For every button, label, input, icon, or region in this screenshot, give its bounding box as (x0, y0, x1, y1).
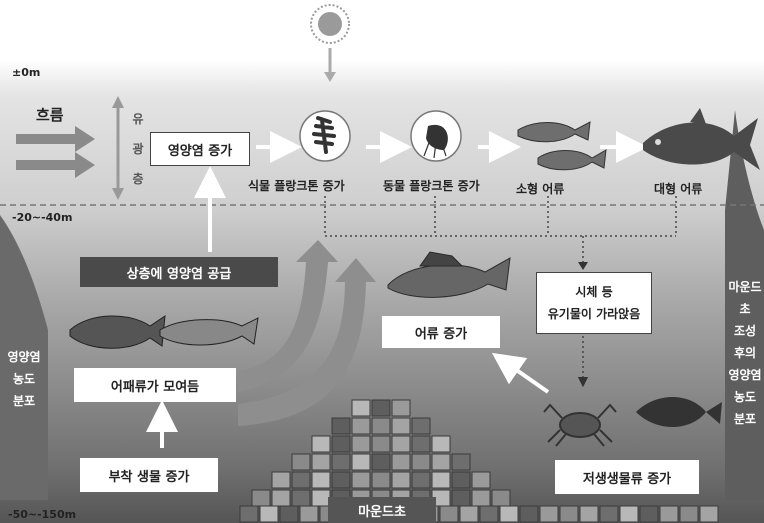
small-fish-icon (517, 121, 607, 171)
reef-block (411, 417, 431, 435)
reef-block (299, 505, 319, 523)
reef-block (431, 435, 451, 453)
left-nutrient-band (0, 215, 48, 500)
reef-block (431, 453, 451, 471)
reef-block (459, 505, 479, 523)
carcass-line2: 유기물이 가라앉음 (547, 307, 641, 321)
nutrient-increase-box: 영양염 증가 (150, 132, 250, 166)
mound-reef-label: 마운드초 (328, 497, 436, 523)
depth-mid: -20~-40m (12, 211, 73, 224)
sun-icon (310, 4, 350, 44)
reef-block (471, 489, 491, 507)
fish-increase-box: 어류 증가 (382, 316, 500, 348)
reef-block (451, 471, 471, 489)
attached-organisms-box: 부착 생물 증가 (80, 458, 218, 492)
reef-block (519, 505, 539, 523)
reef-block (411, 471, 431, 489)
fish-gather-box: 어패류가 모여듬 (74, 368, 236, 402)
reef-block (371, 399, 391, 417)
reef-block (259, 505, 279, 523)
small-fish-label: 소형 어류 (516, 182, 565, 196)
reef-block (311, 471, 331, 489)
flow-arrows (16, 126, 95, 178)
reef-block (491, 489, 511, 507)
reef-block (431, 471, 451, 489)
reef-block (351, 435, 371, 453)
right-nutrient-label: 마운드 초 조성 후의 영양염 농도 분포 (728, 280, 762, 426)
depth-surface: ±0m (12, 66, 41, 79)
phytoplankton-icon (299, 110, 351, 162)
photic-zone-label: 유 광 층 (132, 112, 144, 186)
reef-block (371, 417, 391, 435)
reef-block (499, 505, 519, 523)
carcass-box: 시체 등 유기물이 가라앉음 (536, 272, 652, 334)
reef-block (391, 435, 411, 453)
depth-bottom: -50~-150m (8, 508, 77, 521)
reef-block (391, 399, 411, 417)
reef-block (239, 505, 259, 523)
reef-block (279, 505, 299, 523)
fish-group-left (69, 314, 259, 349)
carcass-line1: 시체 등 (575, 285, 613, 299)
reef-block (291, 489, 311, 507)
reef-block (331, 453, 351, 471)
reef-block (331, 435, 351, 453)
perch-icon (387, 251, 511, 298)
reef-block (411, 435, 431, 453)
upwelling-supply-banner: 상층에 영양염 공급 (80, 257, 278, 287)
crab-icon (543, 403, 617, 447)
reef-block (619, 505, 639, 523)
reef-block (251, 489, 271, 507)
large-fish-label: 대형 어류 (654, 182, 703, 196)
reef-block (679, 505, 699, 523)
reef-block (291, 453, 311, 471)
reef-block (351, 399, 371, 417)
reef-block (439, 505, 459, 523)
reef-block (391, 453, 411, 471)
zooplankton-icon (410, 110, 462, 162)
reef-block (659, 505, 679, 523)
reef-block (371, 471, 391, 489)
upwelling-arrows (238, 240, 376, 426)
phytoplankton-label: 식물 플랑크톤 증가 (248, 179, 345, 193)
reef-block (599, 505, 619, 523)
reef-block (471, 471, 491, 489)
tuna-icon (643, 108, 760, 170)
reef-block (311, 453, 331, 471)
reef-block (411, 453, 431, 471)
benthic-increase-box: 저생생물류 증가 (555, 460, 699, 494)
flow-label: 흐름 (36, 106, 64, 124)
reef-block (351, 417, 371, 435)
flounder-icon (636, 397, 722, 427)
reef-block (579, 505, 599, 523)
reef-block (699, 505, 719, 523)
reef-block (371, 435, 391, 453)
reef-block (331, 417, 351, 435)
reef-block (639, 505, 659, 523)
reef-block (271, 471, 291, 489)
reef-block (351, 471, 371, 489)
reef-block (391, 417, 411, 435)
reef-block (311, 435, 331, 453)
reef-block (331, 471, 351, 489)
left-nutrient-label: 영양염 농도 분포 (7, 350, 41, 408)
reef-block (539, 505, 559, 523)
reef-block (559, 505, 579, 523)
right-nutrient-band (725, 110, 764, 500)
reef-block (391, 471, 411, 489)
zooplankton-label: 동물 플랑크톤 증가 (383, 179, 480, 193)
reef-block (371, 453, 391, 471)
reef-block (271, 489, 291, 507)
reef-block (451, 453, 471, 471)
reef-block (351, 453, 371, 471)
reef-block (291, 471, 311, 489)
reef-block (451, 489, 471, 507)
reef-block (479, 505, 499, 523)
